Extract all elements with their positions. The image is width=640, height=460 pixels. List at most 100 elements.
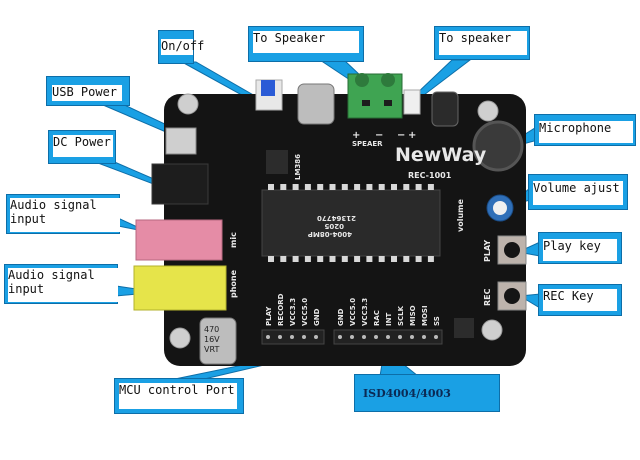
chip-pin <box>317 184 324 190</box>
mic-jack-pink <box>135 219 223 261</box>
chip-pin <box>292 256 299 262</box>
polarity-1: + <box>352 130 360 141</box>
volume-label: volume <box>456 199 465 232</box>
capacitor-small <box>431 91 459 127</box>
header-pin <box>350 335 354 339</box>
rec-button[interactable] <box>504 288 520 304</box>
chip-pin <box>427 256 434 262</box>
left-header-pin-label: VCC5.0 <box>301 298 309 326</box>
callout-play-key: Play key <box>538 232 622 264</box>
dc-jack <box>151 163 209 205</box>
play-button[interactable] <box>504 242 520 258</box>
capacitor-large-voltage: 16V <box>204 335 220 344</box>
chip-marking-1: 4004-08MP <box>308 230 352 238</box>
callout-label: USB Power <box>52 85 122 101</box>
chip-pin <box>268 256 274 262</box>
lm386-label: LM386 <box>294 154 302 180</box>
callout-volume-adjust: Volume ajust <box>528 174 628 210</box>
terminal-screw <box>355 73 369 87</box>
right-header-pin-label: RAC <box>373 310 381 326</box>
chip-pin <box>304 256 311 262</box>
callout-label: Microphone <box>539 121 633 143</box>
left-header-pin-label: PLAY <box>265 306 273 326</box>
callout-label: To Speaker <box>253 31 359 53</box>
callout-label: ISD4004/4003 <box>363 387 451 400</box>
header-pin <box>302 335 306 339</box>
terminal-screw <box>381 73 395 87</box>
usb-connector <box>165 127 197 155</box>
right-header-pin-label: MISO <box>409 305 417 326</box>
power-switch-toggle[interactable] <box>261 80 275 96</box>
capacitor-large-brand: VRT <box>204 345 219 354</box>
mounting-hole <box>481 319 503 341</box>
header-pin <box>374 335 378 339</box>
header-pin <box>290 335 294 339</box>
microphone <box>472 120 524 172</box>
polarity-2: − <box>375 130 383 141</box>
header-pin <box>362 335 366 339</box>
header-pin <box>266 335 270 339</box>
header-pin <box>422 335 426 339</box>
callout-label: Audio signal input <box>8 268 118 302</box>
header-pin <box>434 335 438 339</box>
capacitor-top <box>297 83 335 125</box>
right-header-pin-label: GND <box>337 308 345 326</box>
right-header-pin-label: MOSI <box>421 305 429 326</box>
chip-pin <box>268 184 274 190</box>
chip-pin <box>366 184 373 190</box>
callout-label: DC Power <box>53 135 113 157</box>
callout-microphone: Microphone <box>534 114 636 146</box>
chip-pin <box>317 256 324 262</box>
chip-pin <box>329 184 336 190</box>
callout-label: REC Key <box>543 289 617 311</box>
right-header-pin-label: VCC5.0 <box>349 298 357 326</box>
header-pin <box>398 335 402 339</box>
chip-pin <box>341 256 348 262</box>
chip-marking-3: 21364770 <box>317 214 356 222</box>
right-header-pin-label: SCLK <box>397 305 405 326</box>
header-pin <box>386 335 390 339</box>
polarity-3: − <box>397 130 405 141</box>
header-pin <box>338 335 342 339</box>
callout-to-speaker-1: To Speaker <box>248 26 364 62</box>
phone-jack-yellow <box>133 265 227 311</box>
callout-label: Volume ajust <box>533 181 623 205</box>
callout-label: To speaker <box>439 31 527 55</box>
polarity-4: + <box>408 130 416 141</box>
chip-pin <box>378 184 385 190</box>
mounting-hole <box>177 93 199 115</box>
chip-pin <box>391 256 397 262</box>
chip-pin <box>403 184 410 190</box>
chip-pin <box>415 256 422 262</box>
speaker-label: SPEAER <box>352 140 383 148</box>
chip-pin <box>427 184 434 190</box>
chip-pin <box>378 256 385 262</box>
chip-pin <box>354 256 361 262</box>
phone-jack-label: phone <box>229 269 238 298</box>
capacitor-large-value: 470 <box>204 325 219 334</box>
callout-isd-chip: ISD4004/4003 <box>354 374 500 412</box>
left-header-pin-label: GND <box>313 308 321 326</box>
chip-pin <box>403 256 410 262</box>
chip-pin <box>292 184 299 190</box>
chip-pin <box>366 256 373 262</box>
chip-pin <box>341 184 348 190</box>
chip-pin <box>391 184 397 190</box>
callout-label: On/off <box>161 39 205 55</box>
chip-marking-2: 0205 <box>324 222 344 230</box>
callout-label: Audio signal input <box>10 198 120 232</box>
header-pin <box>410 335 414 339</box>
mounting-hole <box>477 100 499 122</box>
callout-dc-power: DC Power <box>48 130 116 164</box>
callout-audio-input-2: Audio signal input <box>4 264 118 304</box>
left-header-pin-label: RECORD <box>277 293 285 326</box>
callout-audio-input-1: Audio signal input <box>6 194 120 234</box>
chip-pin <box>329 256 336 262</box>
capacitor-large <box>199 317 237 365</box>
mic-jack-label: mic <box>229 232 238 248</box>
mounting-hole <box>169 327 191 349</box>
isd4004-chip <box>261 189 441 257</box>
callout-label: Play key <box>543 239 617 261</box>
header-pin <box>278 335 282 339</box>
